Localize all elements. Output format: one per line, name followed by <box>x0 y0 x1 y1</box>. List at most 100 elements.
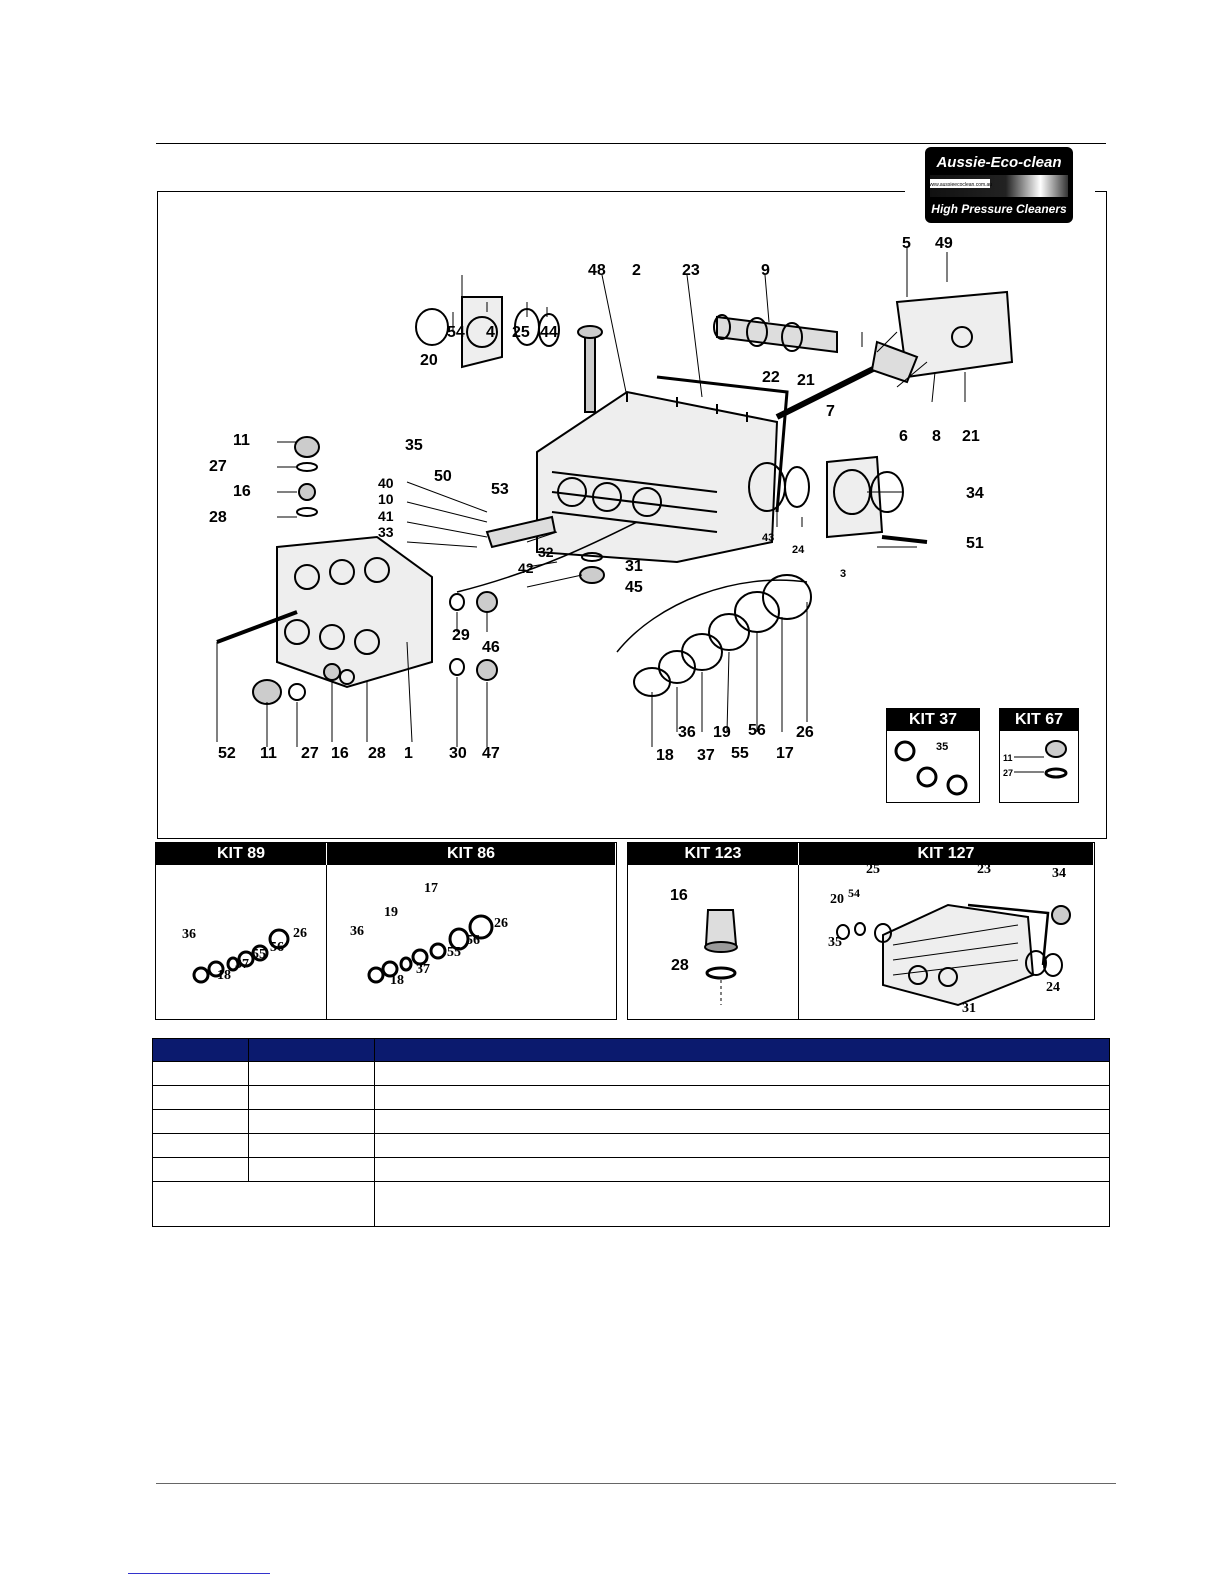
part-label-5: 5 <box>902 235 911 252</box>
kit-89-part-18: 18 <box>217 968 231 983</box>
part-label-2: 2 <box>632 262 641 279</box>
table-cell <box>152 1109 249 1134</box>
kit-89-part-37: 37 <box>235 957 249 972</box>
kit-127-part-24: 24 <box>1046 980 1060 995</box>
kit-86-part-36: 36 <box>350 924 364 939</box>
part-label-29: 29 <box>452 627 470 644</box>
svg-text:Aussie-Eco-clean: Aussie-Eco-clean <box>935 154 1061 171</box>
part-label-23: 23 <box>682 262 700 279</box>
kit-89-86-seals <box>192 914 494 984</box>
part-label-17: 17 <box>776 745 794 762</box>
part-label-41: 41 <box>378 508 394 524</box>
table-row <box>152 1133 1110 1158</box>
part-label-53: 53 <box>491 481 509 498</box>
kit-67-parts <box>1014 740 1068 779</box>
svg-text:High Pressure Cleaners: High Pressure Cleaners <box>931 202 1067 216</box>
table-cell <box>374 1181 1110 1227</box>
part-label-35: 35 <box>405 437 423 454</box>
part-label-1: 1 <box>404 745 413 762</box>
kit-127-part-20: 20 <box>830 892 844 907</box>
part-label-49: 49 <box>935 235 953 252</box>
part-label-11: 11 <box>233 432 250 449</box>
kit-123-part-28: 28 <box>671 957 689 974</box>
kit-67-box: KIT 67 11 27 <box>999 708 1079 803</box>
svg-text:www.aussieecoclean.com.au: www.aussieecoclean.com.au <box>928 182 992 188</box>
table-cell <box>374 1133 1110 1158</box>
table-cell <box>248 1157 375 1182</box>
table-row <box>152 1085 1110 1110</box>
kit-127-part-35: 35 <box>828 935 842 950</box>
kit-row-left: KIT 89 KIT 86 <box>155 842 617 1020</box>
kit-89-part-55: 55 <box>252 947 266 962</box>
kit-67-part-27: 27 <box>1003 768 1014 778</box>
part-label-50: 50 <box>434 468 452 485</box>
kit-123-part-16: 16 <box>670 887 688 904</box>
table-row <box>152 1061 1110 1086</box>
kit-127-part-31: 31 <box>962 1001 976 1016</box>
kit-86-part-56: 56 <box>466 933 480 948</box>
table-cell <box>152 1085 249 1110</box>
table-cell <box>374 1109 1110 1134</box>
kit-86-part-26: 26 <box>494 916 508 931</box>
table-row <box>152 1181 1110 1227</box>
bottom-rule <box>156 1483 1116 1484</box>
part-label-21b: 21 <box>962 428 980 445</box>
kit-37-box: KIT 37 35 <box>886 708 980 803</box>
part-label-16b: 16 <box>331 745 349 762</box>
part-label-25: 25 <box>512 324 530 341</box>
part-label-11b: 11 <box>260 745 277 762</box>
part-label-44: 44 <box>540 324 558 341</box>
table-cell <box>248 1109 375 1134</box>
part-label-47: 47 <box>482 745 500 762</box>
part-label-46: 46 <box>482 639 500 656</box>
kit-123-title: KIT 123 <box>628 843 799 865</box>
pump-exploded-drawing <box>216 247 1014 747</box>
table-cell <box>374 1085 1110 1110</box>
part-label-56: 56 <box>748 722 766 739</box>
footer-link-underline[interactable] <box>128 1573 270 1574</box>
kit-37-part-35: 35 <box>936 741 949 753</box>
table-cell <box>374 1157 1110 1182</box>
kit-127-part-54: 54 <box>848 886 860 900</box>
kit-67-part-11: 11 <box>1003 753 1013 763</box>
top-rule <box>156 143 1106 144</box>
part-label-37: 37 <box>697 747 715 764</box>
part-label-54: 54 <box>447 324 465 341</box>
table-row <box>152 1157 1110 1182</box>
part-label-19: 19 <box>713 724 731 741</box>
table-cell <box>152 1157 249 1182</box>
table-cell <box>248 1085 375 1110</box>
kit-86-title: KIT 86 <box>327 843 616 865</box>
table-cell <box>152 1181 375 1227</box>
kit-67-title: KIT 67 <box>1000 709 1078 731</box>
table-cell <box>374 1061 1110 1086</box>
kit-86-part-18: 18 <box>390 973 404 988</box>
part-label-21: 21 <box>797 372 815 389</box>
part-label-51: 51 <box>966 535 984 552</box>
kit-86-part-37: 37 <box>416 962 430 977</box>
part-label-55: 55 <box>731 745 749 762</box>
kit-127-part-23: 23 <box>977 862 991 877</box>
part-label-31: 31 <box>625 558 643 575</box>
part-label-20: 20 <box>420 352 438 369</box>
table-header-row <box>152 1038 1110 1062</box>
part-label-43: 43 <box>762 532 775 544</box>
aussie-eco-clean-logo: Aussie-Eco-clean www.aussieecoclean.com.… <box>925 147 1073 223</box>
kit-127-part-34: 34 <box>1052 866 1066 881</box>
kit-127-part-25: 25 <box>866 862 880 877</box>
table-cell <box>152 1133 249 1158</box>
part-label-22: 22 <box>762 369 780 386</box>
part-label-45: 45 <box>625 579 643 596</box>
part-label-52: 52 <box>218 745 236 762</box>
part-label-34: 34 <box>966 485 984 502</box>
part-label-40: 40 <box>378 475 394 491</box>
part-label-6: 6 <box>899 428 908 445</box>
part-label-16: 16 <box>233 483 251 500</box>
header-cell <box>152 1038 249 1062</box>
header-cell <box>248 1038 375 1062</box>
part-label-42: 42 <box>518 560 534 576</box>
part-label-27b: 27 <box>301 745 319 762</box>
kit-127-title: KIT 127 <box>799 843 1094 865</box>
table-cell <box>248 1133 375 1158</box>
part-label-36: 36 <box>678 724 696 741</box>
